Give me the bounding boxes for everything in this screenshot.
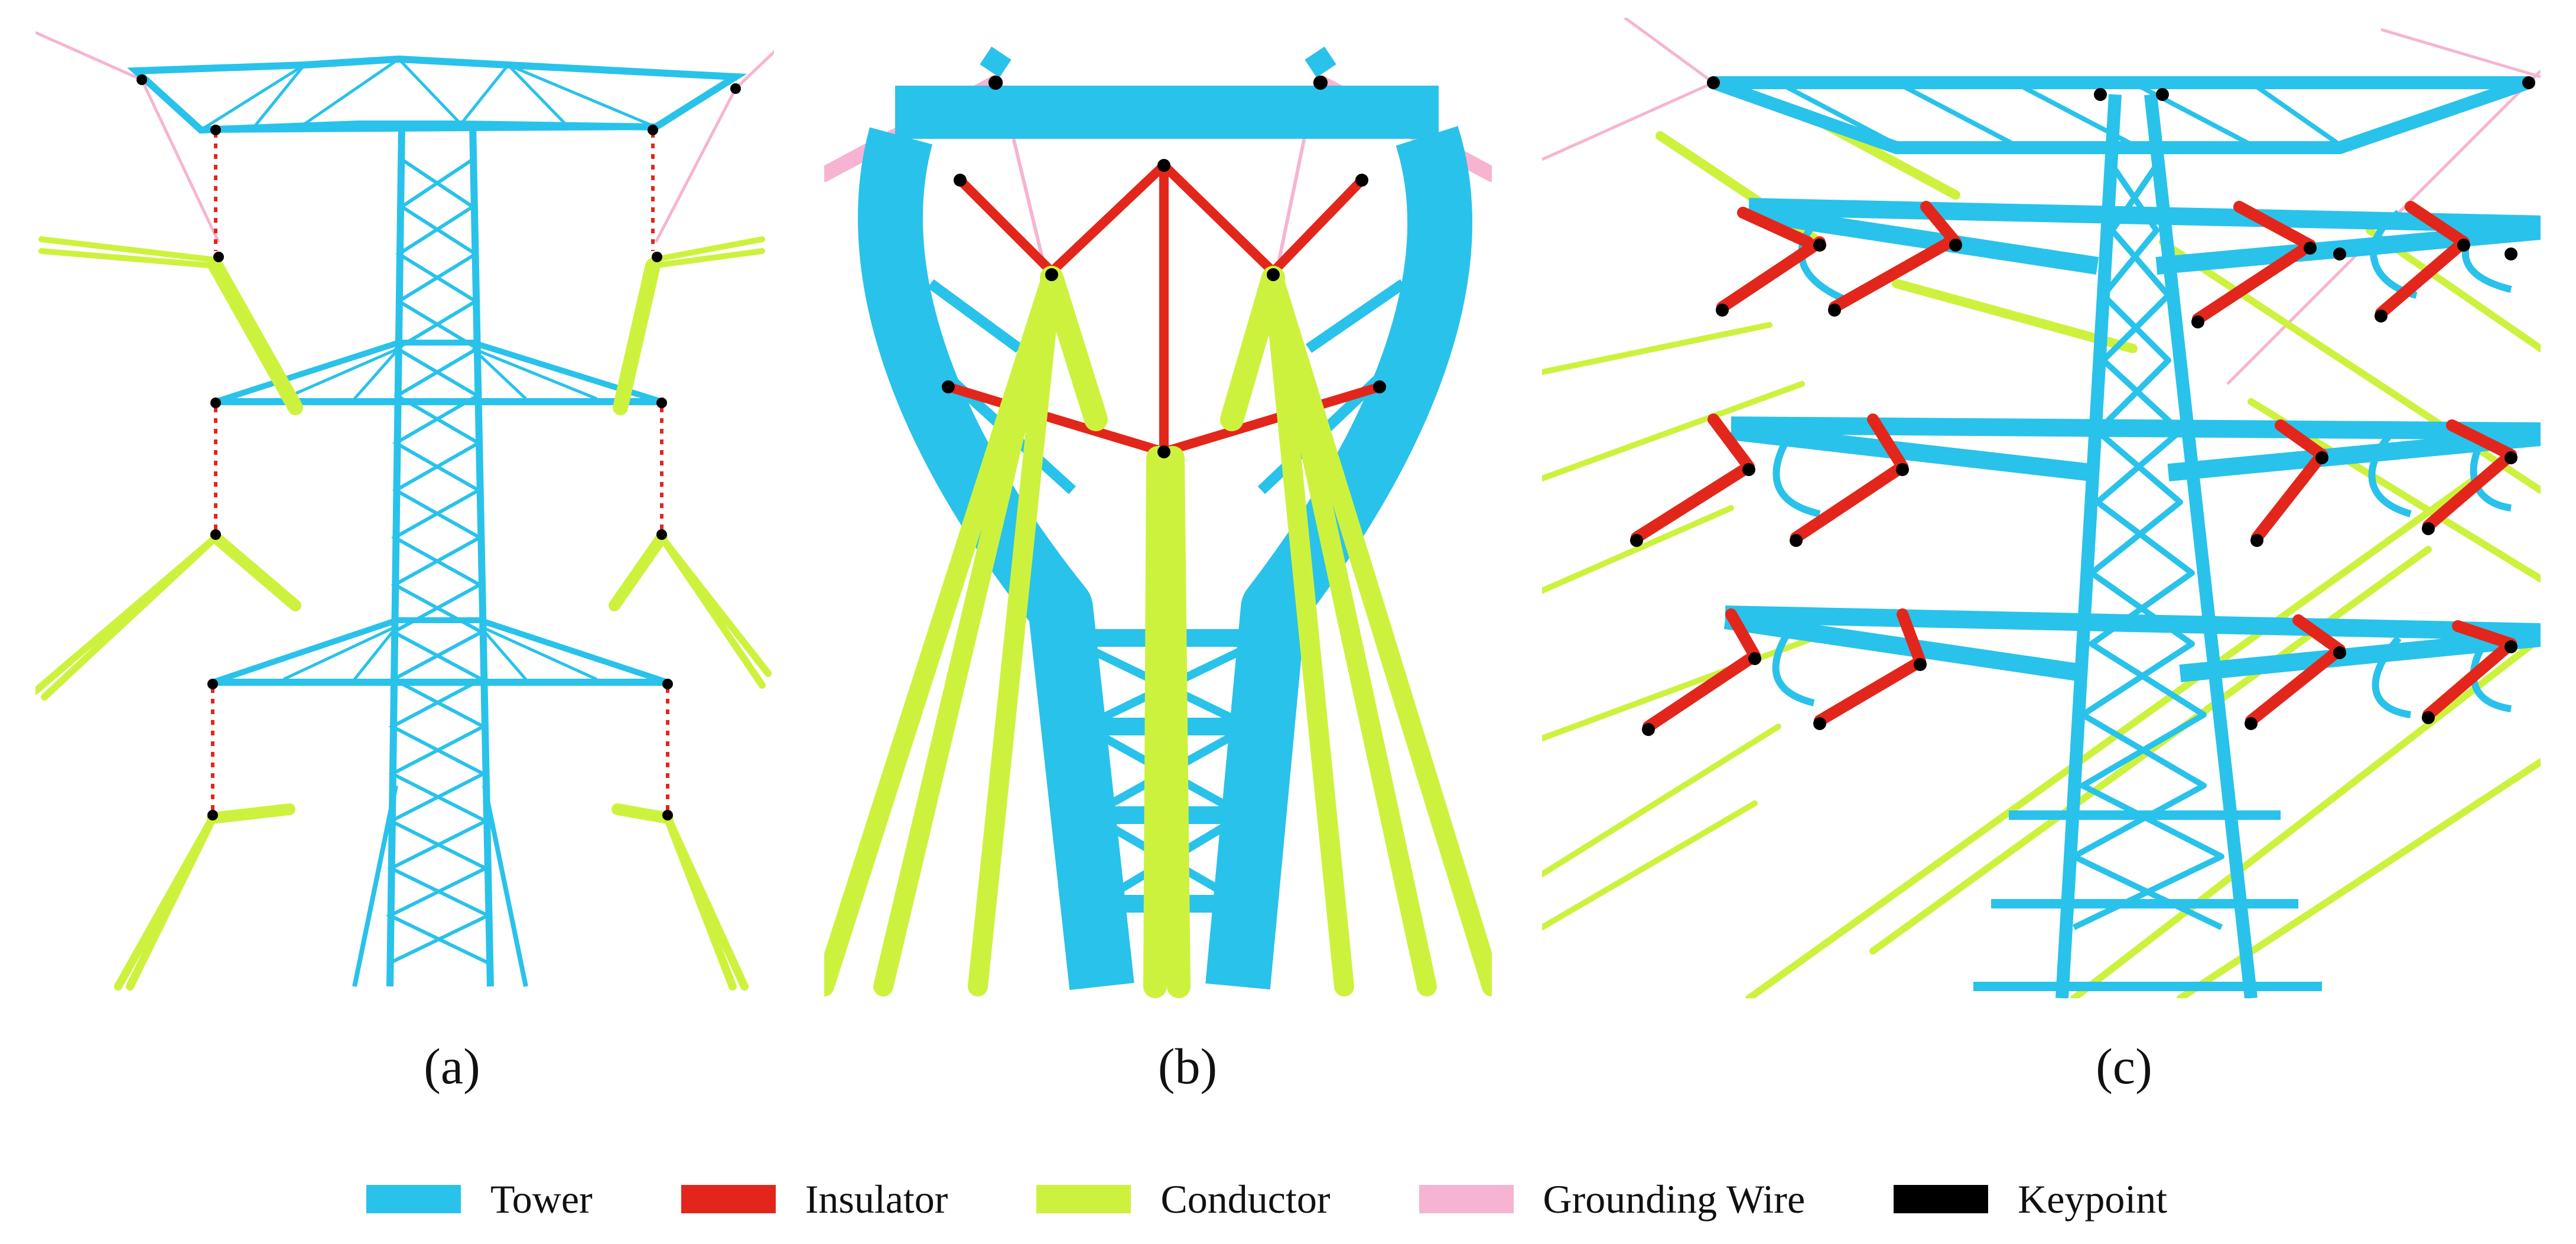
caption-b: (b) [1157,1038,1218,1095]
legend-label-grounding-wire: Grounding Wire [1543,1176,1806,1222]
insulators-b [944,161,1384,457]
legend-swatch-grounding-wire [1419,1185,1514,1213]
conductors-b [824,266,1492,998]
legend-swatch-tower [366,1185,461,1213]
conductors-c [1542,108,2541,998]
grounding-wires-c [1542,18,2541,385]
keypoints-c [1630,76,2535,736]
panel-b-pointcloud [824,46,1492,998]
tower-c [1707,76,2541,998]
legend-item-grounding-wire: Grounding Wire [1419,1176,1806,1223]
tower-a [127,55,747,987]
legend-swatch-insulator [681,1185,776,1213]
insulators-a [211,133,669,812]
legend-item-tower: Tower [366,1176,593,1223]
legend: Tower Insulator Conductor Grounding Wire… [366,1173,2256,1226]
panel-b [824,18,1492,998]
legend-swatch-conductor [1036,1185,1131,1213]
legend-label-tower: Tower [490,1176,593,1222]
caption-a: (a) [424,1038,480,1095]
panel-a [35,18,774,998]
conductors-a [35,236,772,991]
legend-swatch-keypoint [1894,1185,1989,1213]
panel-c-pointcloud [1542,18,2541,998]
legend-item-conductor: Conductor [1036,1176,1331,1223]
panel-c [1542,18,2541,998]
legend-item-keypoint: Keypoint [1894,1176,2167,1223]
panel-a-pointcloud [35,31,774,991]
insulators-c [1631,201,2517,732]
keypoints-b [942,76,1386,458]
legend-item-insulator: Insulator [681,1176,948,1223]
grounding-wires-a [35,31,774,243]
caption-c: (c) [2096,1038,2152,1095]
legend-label-insulator: Insulator [805,1176,948,1222]
legend-label-conductor: Conductor [1160,1176,1331,1222]
legend-label-keypoint: Keypoint [2018,1176,2168,1222]
keypoints-a [136,74,741,820]
